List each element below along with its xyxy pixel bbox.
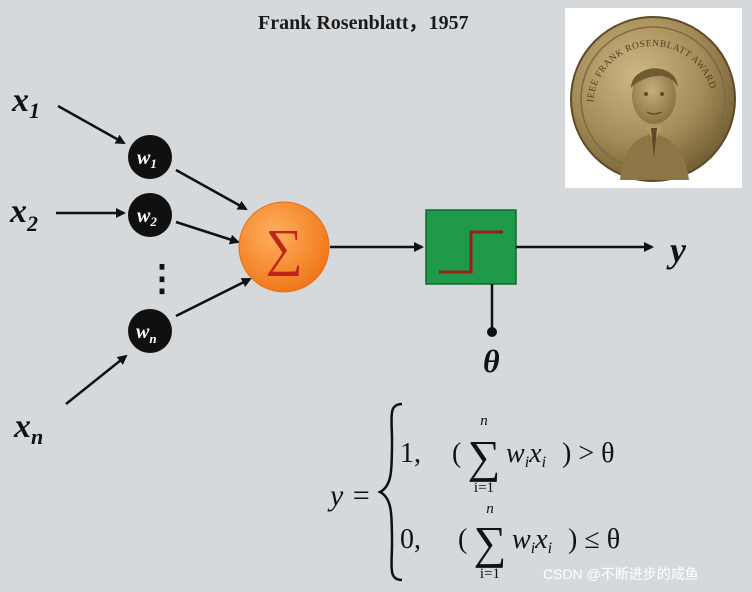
formula-brace bbox=[377, 402, 403, 582]
medal-image: IEEE FRANK ROSENBLATT AWARD bbox=[570, 16, 736, 182]
sum-node: ∑ bbox=[238, 201, 330, 293]
svg-text:w1: w1 bbox=[137, 147, 157, 171]
input-x2: x2 bbox=[9, 193, 38, 236]
input-x1: x1 bbox=[11, 82, 40, 123]
title: Frank Rosenblatt，1957 bbox=[258, 12, 469, 34]
svg-text:w2: w2 bbox=[137, 205, 157, 229]
svg-text:0,: 0, bbox=[400, 524, 421, 555]
weight-node-w2: w2 bbox=[128, 193, 172, 237]
svg-text:(: ( bbox=[458, 524, 467, 555]
weight-node-wn: wn bbox=[128, 309, 172, 353]
watermark: CSDN @不断进步的咸鱼 bbox=[543, 566, 699, 582]
arrow-w2-sum bbox=[175, 220, 240, 245]
formula-case-2: 0, ( n ∑ i=1 wixi ) ≤ θ bbox=[400, 501, 620, 582]
svg-text:(: ( bbox=[452, 438, 461, 469]
formula-case-1: 1, ( n ∑ i=1 wixi ) > θ bbox=[400, 413, 615, 496]
svg-text:i=1: i=1 bbox=[480, 566, 500, 582]
svg-text:) ≤ θ: ) ≤ θ bbox=[568, 524, 620, 555]
output-y: y bbox=[666, 230, 687, 270]
svg-text:n: n bbox=[480, 413, 488, 429]
svg-text:i=1: i=1 bbox=[474, 480, 494, 496]
svg-text:n: n bbox=[486, 501, 494, 517]
arrow-w1-sum bbox=[175, 168, 248, 211]
svg-text:∑: ∑ bbox=[468, 431, 501, 482]
svg-text:wn: wn bbox=[136, 321, 157, 346]
threshold-dot bbox=[487, 327, 497, 337]
input-xn: xn bbox=[13, 408, 43, 449]
svg-text:∑: ∑ bbox=[474, 517, 507, 568]
arrow-wn-sum bbox=[175, 277, 252, 318]
step-activation-box bbox=[425, 209, 517, 285]
svg-text:wixi: wixi bbox=[506, 438, 546, 471]
svg-text:) > θ: ) > θ bbox=[562, 438, 615, 469]
ellipsis: ⋮ bbox=[144, 258, 180, 298]
medal-photo: IEEE FRANK ROSENBLATT AWARD bbox=[565, 8, 742, 188]
threshold-theta: θ bbox=[483, 343, 500, 379]
formula: y = 1, ( n ∑ i=1 wixi ) > θ 0, ( n ∑ i=1… bbox=[327, 402, 620, 582]
step-function-icon bbox=[439, 230, 503, 274]
arrow-x1-w1 bbox=[57, 104, 126, 145]
arrow-xn-wn bbox=[65, 354, 128, 405]
formula-lhs: y = bbox=[327, 479, 371, 512]
svg-text:1,: 1, bbox=[400, 438, 421, 469]
sigma-symbol: ∑ bbox=[265, 220, 302, 277]
weight-node-w1: w1 bbox=[128, 135, 172, 179]
svg-text:wixi: wixi bbox=[512, 524, 552, 557]
